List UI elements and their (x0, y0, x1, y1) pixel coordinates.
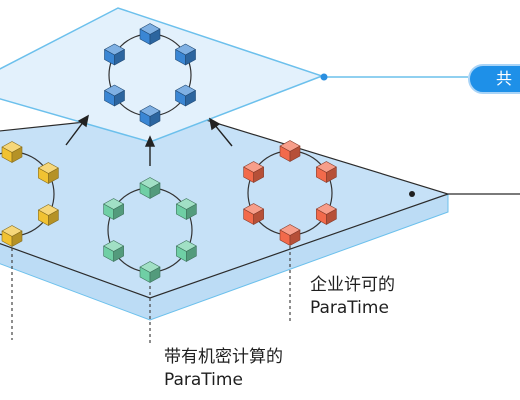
left-yellow-cluster (0, 141, 59, 247)
node-cube-icon (176, 240, 197, 262)
node-cube-icon (176, 198, 197, 220)
node-cube-icon (103, 240, 124, 262)
node-cube-icon (103, 198, 124, 220)
node-cube-icon (279, 224, 301, 246)
node-cube-icon (139, 23, 161, 45)
top-layer-badge-text: 共 (496, 69, 513, 88)
node-cube-icon (243, 161, 264, 183)
upward-arrows (65, 114, 233, 166)
top-layer-plane (0, 7, 325, 143)
confidential-paratime-line1: 带有机密计算的 (164, 347, 283, 367)
node-cube-icon (279, 140, 301, 162)
confidential-paratime-label: 带有机密计算的 ParaTime (164, 346, 283, 392)
node-cube-icon (38, 204, 59, 226)
top-layer-connector-dot (320, 73, 328, 81)
permissioned-paratime-line2: ParaTime (310, 298, 389, 318)
node-cube-icon (104, 84, 125, 107)
node-cube-icon (38, 162, 59, 184)
node-cube-icon (1, 141, 23, 163)
node-cube-icon (316, 161, 337, 183)
node-cube-icon (316, 203, 337, 225)
node-cube-icon (175, 84, 196, 107)
node-cube-icon (243, 203, 264, 225)
node-cube-icon (104, 43, 125, 66)
top-layer-badge: 共 (468, 64, 520, 94)
node-cube-icon (175, 43, 196, 66)
node-cube-icon (139, 177, 161, 199)
lower-layer-connector-dot (409, 191, 415, 197)
confidential-paratime-line2: ParaTime (164, 370, 243, 390)
permissioned-paratime-label: 企业许可的 ParaTime (310, 274, 395, 320)
right-red-cluster (243, 140, 337, 246)
node-cube-icon (139, 261, 161, 283)
middle-green-cluster (103, 177, 197, 283)
top-blue-cluster (104, 23, 196, 127)
node-cube-icon (139, 105, 161, 127)
permissioned-paratime-line1: 企业许可的 (310, 275, 395, 295)
node-cube-icon (1, 225, 23, 247)
